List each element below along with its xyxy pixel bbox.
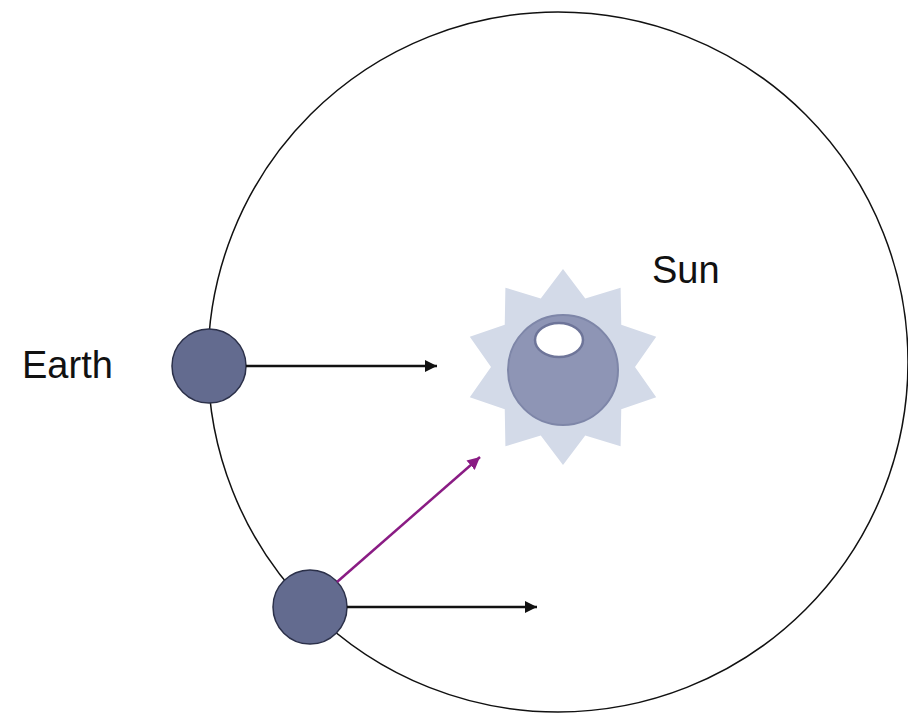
gravity-arrow [337,457,480,582]
earth-symbol [172,329,246,403]
sun-symbol [470,269,656,465]
body-label: Sun [652,250,720,292]
body-label: Earth [22,345,113,387]
velocity-arrow [347,606,537,609]
orbit-circle [208,12,908,712]
earth-node: Earth [10,326,246,406]
sun-glow [470,269,656,465]
sun-highlight [535,323,583,357]
sun-body [508,315,618,425]
earth-symbol [273,570,347,644]
force-arrow [246,365,437,368]
sun-node: Sun [437,248,747,475]
